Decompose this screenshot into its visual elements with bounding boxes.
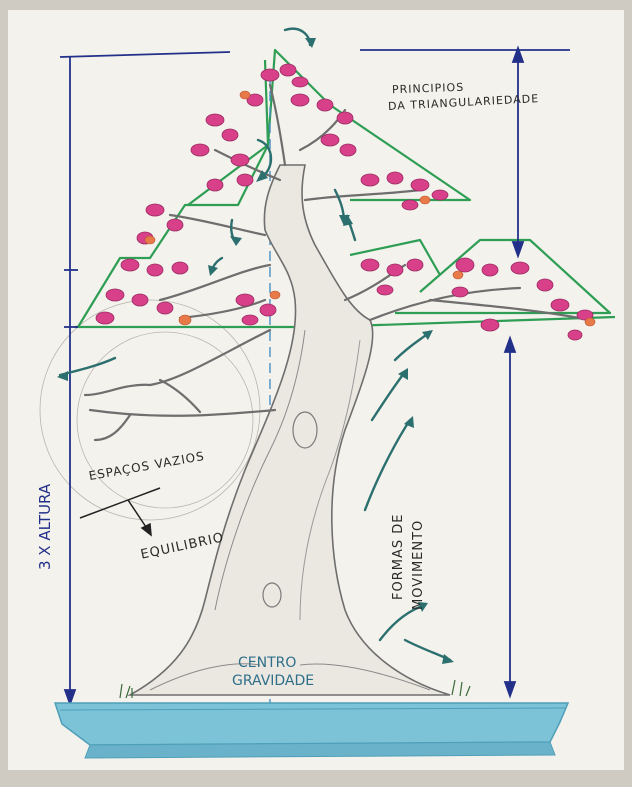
movimento-label: MOVIMENTO — [412, 520, 425, 610]
centro-label: CENTRO — [238, 656, 296, 670]
bonsai-pot — [55, 703, 568, 758]
formas-label: FORMAS DE — [392, 514, 405, 600]
altura-label: 3 X ALTURA — [38, 484, 53, 570]
principios-label: PRINCIPIOS — [392, 82, 465, 96]
gravidade-label: GRAVIDADE — [232, 674, 314, 688]
